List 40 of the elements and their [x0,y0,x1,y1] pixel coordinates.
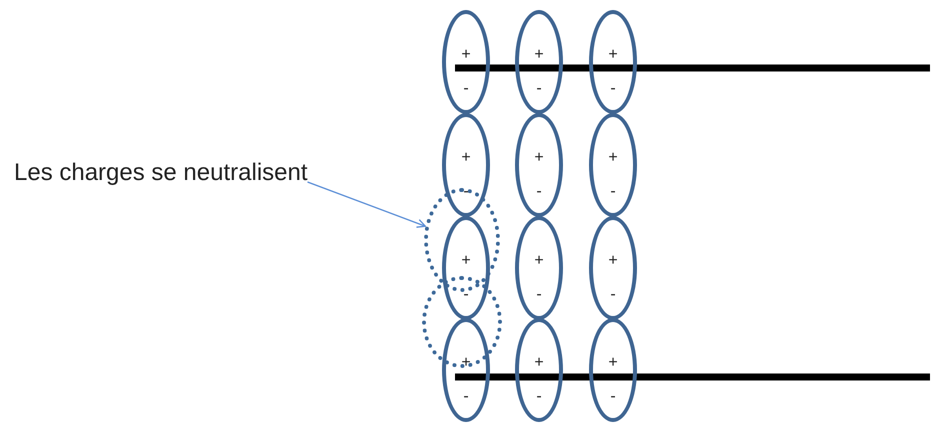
minus-sign: - [462,286,470,304]
dipole-ellipse [442,216,490,320]
minus-sign: - [535,183,543,201]
dipole-ellipse [589,216,637,320]
arrow [307,181,426,228]
plus-sign: + [607,46,619,64]
plus-sign: + [460,252,472,270]
plus-sign: + [607,149,619,167]
minus-sign: - [535,286,543,304]
minus-sign: - [609,286,617,304]
plus-sign: + [533,149,545,167]
dipole-ellipse [589,318,637,422]
plus-sign: + [607,354,619,372]
dotted-ellipse [422,276,502,368]
minus-sign: - [535,80,543,98]
plus-sign: + [533,252,545,270]
plus-sign: + [607,252,619,270]
minus-sign: - [462,388,470,406]
minus-sign: - [609,388,617,406]
plus-sign: + [460,354,472,372]
dipole-ellipse [442,113,490,217]
dipole-ellipse [515,113,563,217]
minus-sign: - [462,183,470,201]
minus-sign: - [462,80,470,98]
dipole-ellipse [515,216,563,320]
dipole-ellipse [515,318,563,422]
plus-sign: + [460,149,472,167]
dipole-ellipse [589,10,637,114]
minus-sign: - [609,183,617,201]
minus-sign: - [535,388,543,406]
plus-sign: + [460,46,472,64]
dipole-ellipse [589,113,637,217]
dotted-ellipse [424,188,500,292]
dipole-ellipse [515,10,563,114]
plus-sign: + [533,354,545,372]
dipole-ellipse [442,318,490,422]
plus-sign: + [533,46,545,64]
dipole-ellipse [442,10,490,114]
annotation-text: Les charges se neutralisent [14,160,308,186]
minus-sign: - [609,80,617,98]
